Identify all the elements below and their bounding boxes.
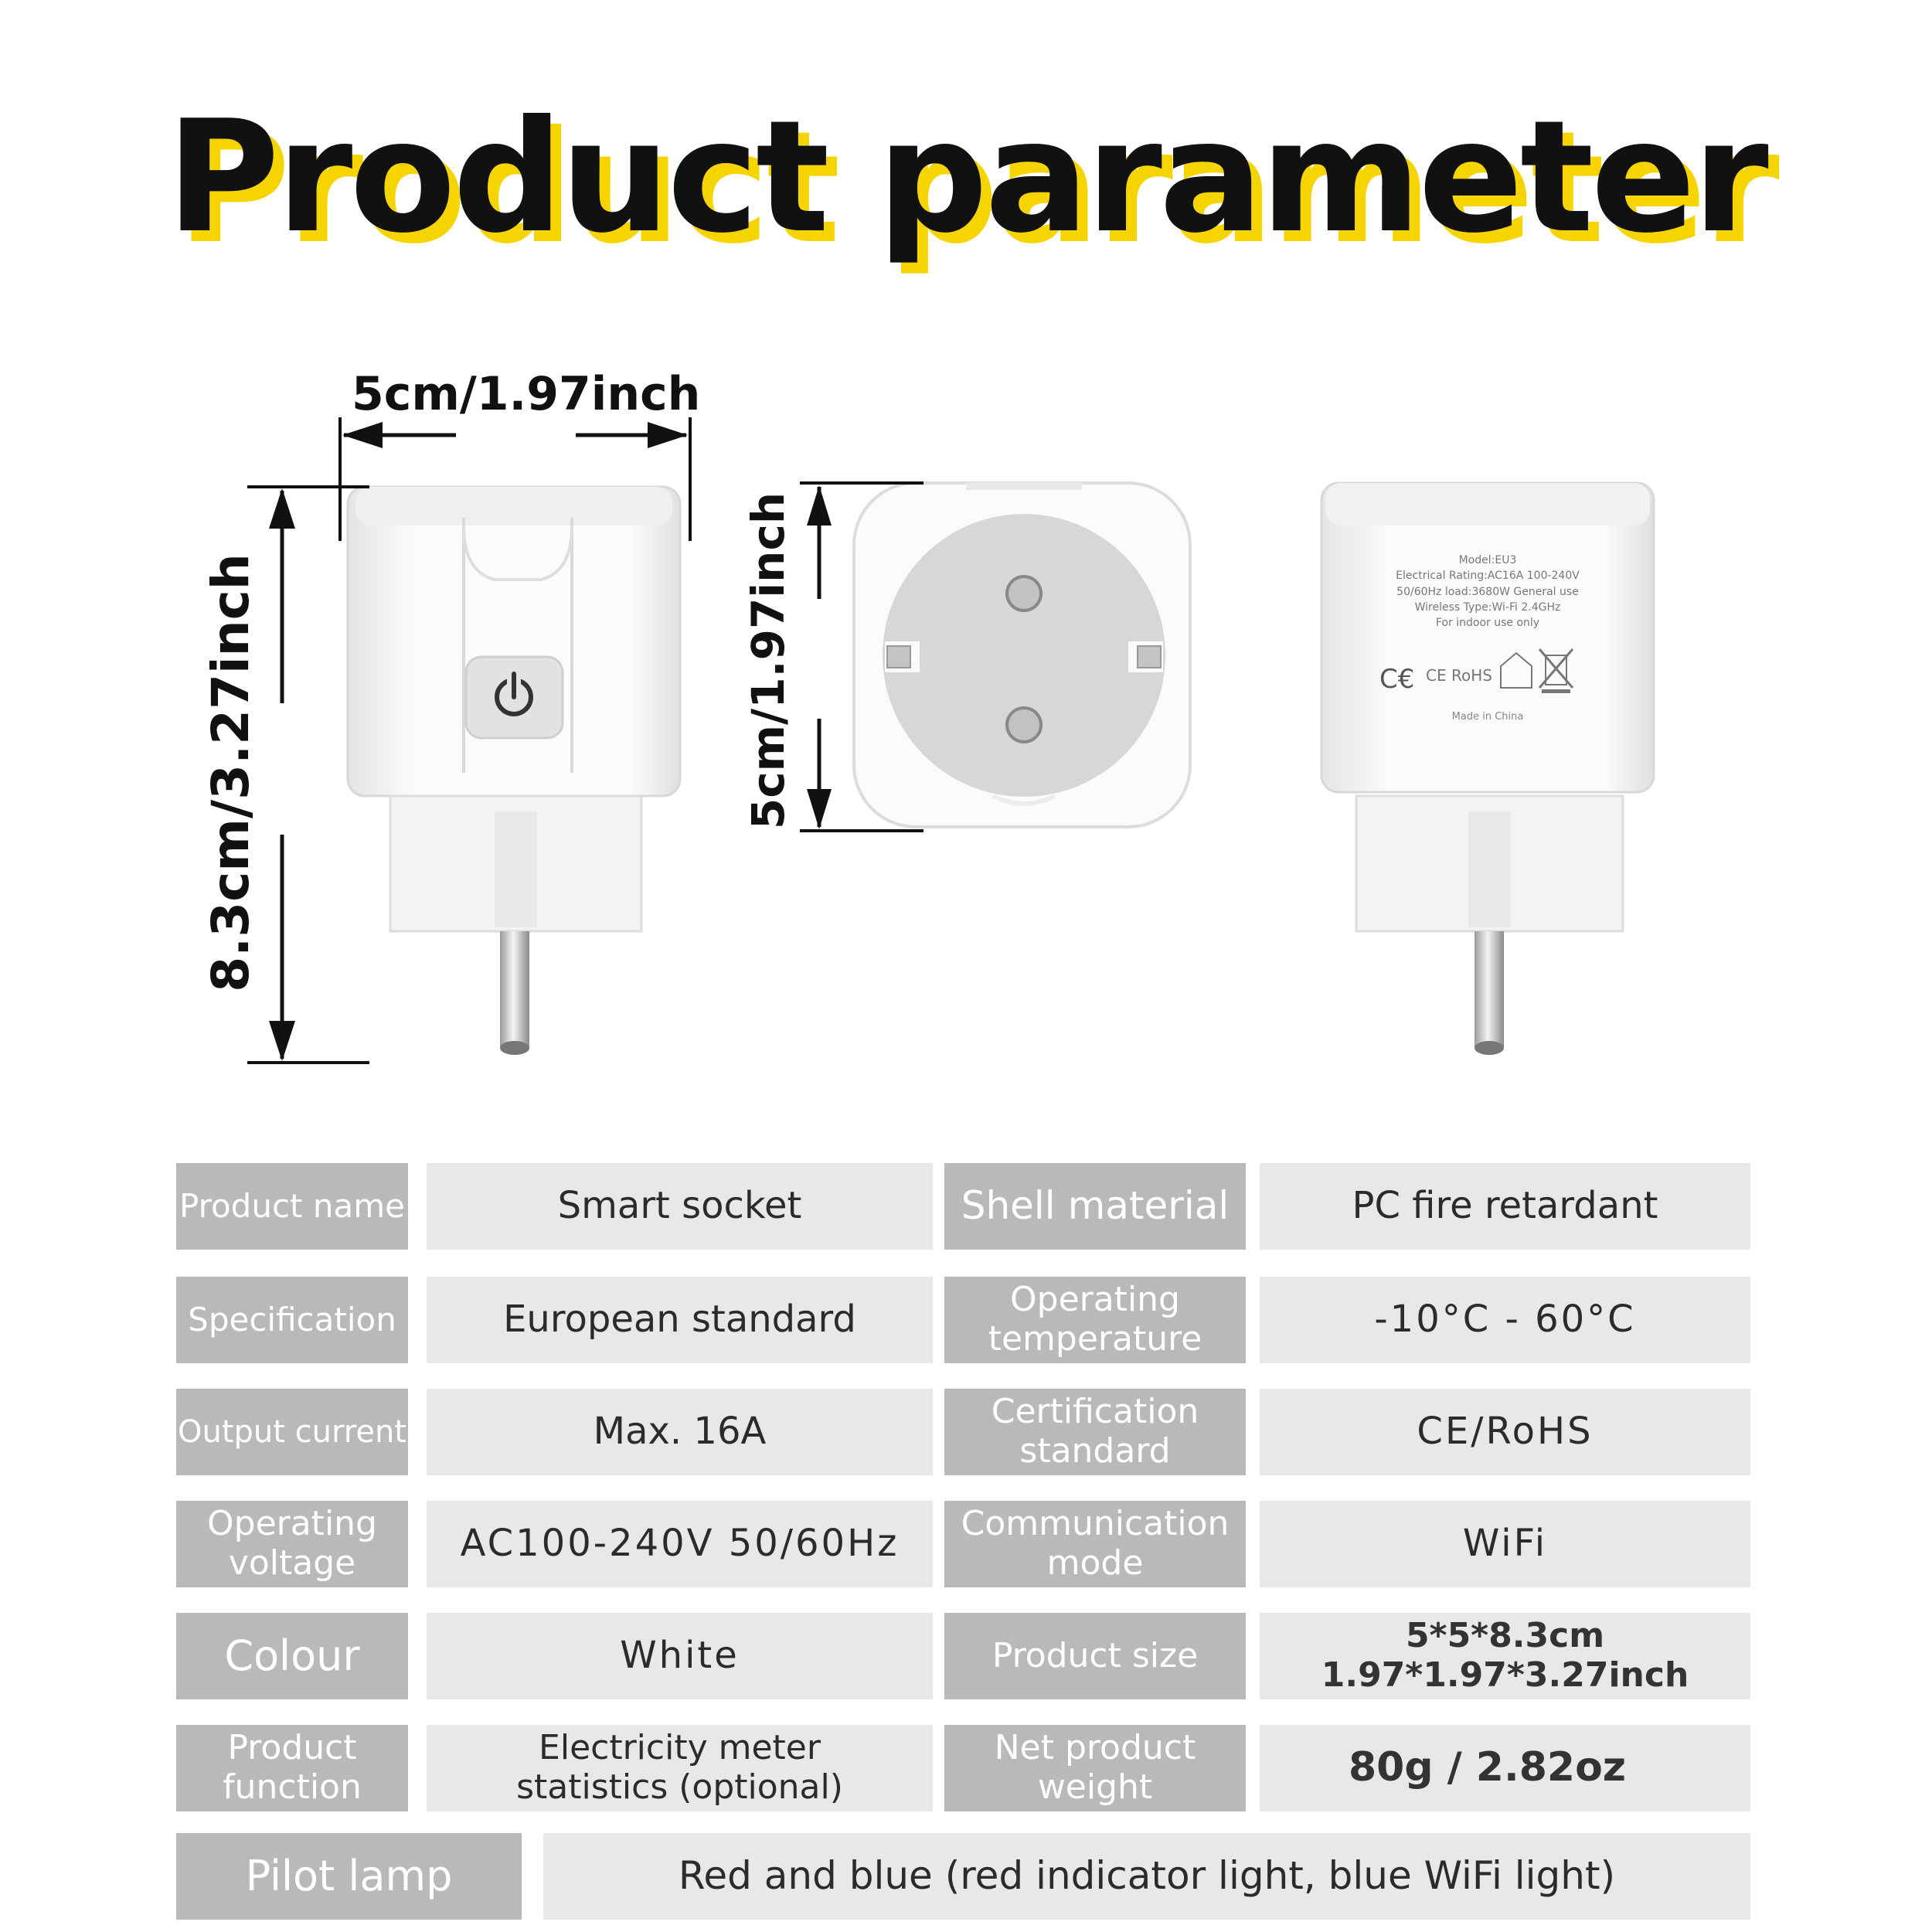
spec-value-communication-mode: WiFi	[1260, 1501, 1750, 1587]
spec-label-product-size: Product size	[944, 1613, 1246, 1699]
back-view: C€	[1320, 481, 1655, 1055]
spec-value-operating-voltage: AC100-240V 50/60Hz	[427, 1501, 933, 1587]
spec-value-net-product-weight: 80g / 2.82oz	[1260, 1725, 1750, 1811]
width-dimension-label: 5cm/1.97inch	[352, 367, 701, 421]
page-title: Product parameter	[166, 87, 1769, 267]
spec-label-pilot-lamp: Pilot lamp	[176, 1833, 522, 1920]
spec-label-net-product-weight: Net product weight	[944, 1725, 1246, 1811]
svg-text:C€: C€	[1379, 664, 1414, 695]
back-label-made-in: Made in China	[1451, 711, 1524, 723]
spec-value-output-current: Max. 16A	[427, 1389, 933, 1475]
back-label-rating-2: 50/60Hz load:3680W General use	[1396, 585, 1579, 598]
spec-value-product-size: 5*5*8.3cm 1.97*1.97*3.27inch	[1260, 1613, 1750, 1699]
back-label-rating-1: Electrical Rating:AC16A 100-240V	[1396, 570, 1580, 583]
spec-value-specification: European standard	[427, 1277, 933, 1363]
product-drawings: C€	[247, 417, 1655, 1064]
back-label-indoor: For indoor use only	[1435, 617, 1540, 630]
spec-label-colour: Colour	[176, 1613, 408, 1699]
back-label-wireless: Wireless Type:Wi-Fi 2.4GHz	[1414, 600, 1561, 614]
spec-value-pilot-lamp: Red and blue (red indicator light, blue …	[543, 1833, 1750, 1920]
spec-value-product-function: Electricity meter statistics (optional)	[427, 1725, 933, 1811]
back-label-text: Model:EU3 Electrical Rating:AC16A 100-24…	[1360, 553, 1615, 631]
back-label-model: Model:EU3	[1458, 554, 1517, 566]
face-dimension-label: 5cm/1.97inch	[742, 492, 794, 830]
spec-label-shell-material: Shell material	[944, 1163, 1246, 1250]
spec-value-product-name: Smart socket	[427, 1163, 933, 1250]
spec-label-product-function: Product function	[176, 1725, 408, 1811]
spec-value-certification-standard: CE/RoHS	[1260, 1389, 1750, 1475]
spec-value-operating-temperature: -10°C - 60°C	[1260, 1277, 1750, 1363]
power-icon	[495, 671, 533, 716]
spec-label-specification: Specification	[176, 1277, 408, 1363]
side-view	[247, 417, 692, 1064]
spec-label-communication-mode: Communication mode	[944, 1501, 1246, 1587]
height-dimension-label: 8.3cm/3.27inch	[201, 553, 260, 992]
spec-label-certification-standard: Certification standard	[944, 1389, 1246, 1475]
spec-label-output-current: Output current	[176, 1389, 408, 1475]
back-label-marks: CE RoHS	[1426, 666, 1492, 685]
spec-value-shell-material: PC fire retardant	[1260, 1163, 1750, 1250]
front-view	[800, 481, 1192, 832]
certification-marks: C€	[1379, 648, 1574, 695]
spec-value-colour: White	[427, 1613, 933, 1699]
spec-label-operating-temperature: Operating temperature	[944, 1277, 1246, 1363]
spec-label-product-name: Product name	[176, 1163, 408, 1250]
spec-label-operating-voltage: Operating voltage	[176, 1501, 408, 1587]
